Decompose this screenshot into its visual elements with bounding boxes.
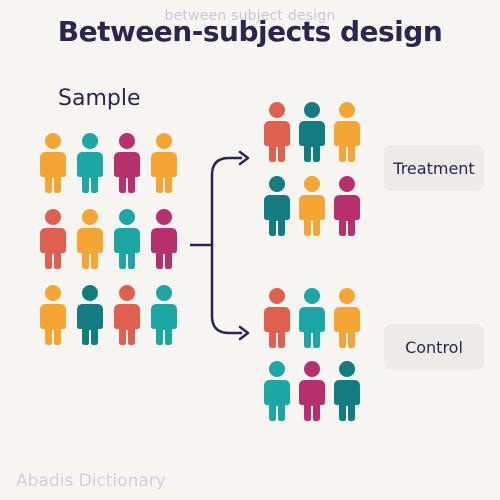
split-arrow bbox=[190, 150, 250, 341]
person-icon bbox=[77, 133, 103, 193]
person-icon bbox=[299, 176, 325, 236]
person-icon bbox=[264, 102, 290, 162]
arrowhead-bottom bbox=[238, 325, 250, 341]
person-icon bbox=[77, 285, 103, 345]
person-icon bbox=[334, 288, 360, 348]
person-icon bbox=[114, 133, 140, 193]
person-icon bbox=[114, 285, 140, 345]
arrowhead-top bbox=[238, 150, 250, 166]
sample-label: Sample bbox=[58, 86, 141, 111]
person-icon bbox=[151, 209, 177, 269]
person-icon bbox=[299, 361, 325, 421]
person-icon bbox=[114, 209, 140, 269]
person-icon bbox=[40, 209, 66, 269]
person-icon bbox=[77, 209, 103, 269]
page-title: Between-subjects design bbox=[57, 15, 443, 48]
person-icon bbox=[264, 288, 290, 348]
arrow-branch-top bbox=[210, 156, 242, 245]
sample-people-group bbox=[40, 133, 177, 345]
control-group-label: Control bbox=[384, 324, 484, 370]
treatment-people-group bbox=[264, 102, 360, 236]
person-icon bbox=[264, 176, 290, 236]
watermark-top: between subject design bbox=[164, 8, 336, 24]
person-icon bbox=[40, 133, 66, 193]
person-icon bbox=[299, 102, 325, 162]
person-icon bbox=[264, 361, 290, 421]
arrow-branch-bottom bbox=[210, 245, 242, 335]
person-icon bbox=[334, 102, 360, 162]
person-icon bbox=[40, 285, 66, 345]
treatment-group-label: Treatment bbox=[384, 145, 484, 191]
person-icon bbox=[151, 285, 177, 345]
watermark-bottom: Abadis Dictionary bbox=[16, 471, 166, 491]
person-icon bbox=[334, 361, 360, 421]
person-icon bbox=[299, 288, 325, 348]
control-people-group bbox=[264, 288, 360, 421]
person-icon bbox=[151, 133, 177, 193]
person-icon bbox=[334, 176, 360, 236]
